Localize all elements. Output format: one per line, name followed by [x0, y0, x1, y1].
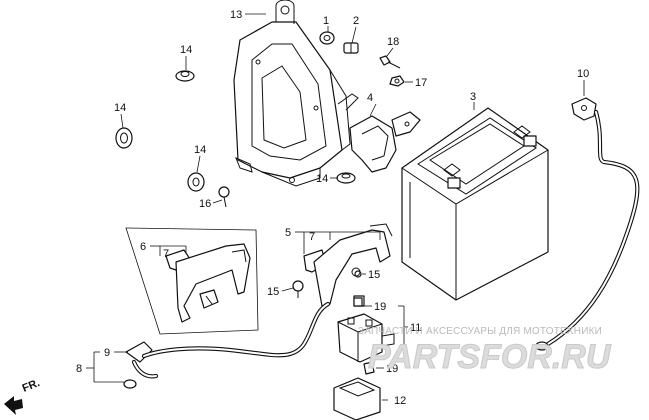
label-10: 10 — [577, 68, 589, 80]
label-17: 17 — [415, 77, 427, 89]
label-7-a: 7 — [163, 248, 169, 260]
label-14-a: 14 — [180, 44, 192, 56]
label-19-b: 19 — [386, 363, 398, 375]
label-15-a: 15 — [267, 286, 279, 298]
bolt-15-right — [351, 267, 361, 277]
label-14-d: 14 — [316, 173, 328, 185]
bolt-18 — [379, 55, 401, 69]
front-direction-label: FR. — [21, 377, 42, 395]
bolt-15-left — [292, 280, 304, 298]
label-11: 11 — [410, 322, 421, 334]
fuse-19-bottom — [363, 361, 375, 375]
label-14-c: 14 — [194, 144, 206, 156]
positive-cable-10 — [535, 97, 640, 351]
rubber-mount-14b — [115, 127, 133, 149]
watermark: ЗАПЧАСТИ И АКСЕССУАРЫ ДЛЯ МОТОТЕХНИКИ PA… — [358, 326, 612, 377]
part-labels: 13 1 2 18 17 4 3 10 14 14 14 14 16 6 7 5… — [76, 9, 589, 407]
cable-assembly-5 — [303, 223, 393, 307]
label-1: 1 — [323, 15, 329, 27]
battery-3 — [401, 107, 549, 301]
starter-relay-11 — [337, 313, 395, 363]
label-12: 12 — [394, 395, 406, 407]
label-7-b: 7 — [309, 231, 315, 243]
front-direction-marker: FR. — [4, 377, 42, 415]
label-6: 6 — [140, 241, 146, 253]
front-arrow-icon — [4, 396, 23, 415]
label-14-b: 14 — [114, 102, 126, 114]
leader-lines — [86, 13, 585, 401]
label-2: 2 — [353, 15, 359, 27]
negative-cable-9 — [123, 301, 331, 389]
bolt-16 — [218, 186, 230, 208]
label-13: 13 — [230, 9, 242, 21]
relay-cover-12 — [333, 377, 381, 420]
label-8: 8 — [76, 363, 82, 375]
watermark-logo: PARTSFOR.RU — [368, 338, 612, 376]
cable-assembly-6-box — [125, 227, 259, 335]
clip-2 — [343, 42, 359, 54]
rubber-mount-14a — [175, 70, 195, 82]
label-3: 3 — [470, 91, 476, 103]
battery-box-bracket — [233, 0, 359, 187]
label-4: 4 — [367, 92, 373, 104]
battery-holder-4 — [349, 111, 421, 173]
collar-1 — [319, 31, 335, 45]
label-5: 5 — [285, 227, 291, 239]
label-18: 18 — [387, 36, 399, 48]
label-19-a: 19 — [374, 301, 386, 313]
label-16: 16 — [199, 198, 211, 210]
label-9: 9 — [104, 347, 110, 359]
rubber-mount-14c — [187, 172, 205, 192]
fuse-19-top — [353, 297, 363, 307]
rubber-mount-14d — [336, 172, 356, 184]
watermark-caption: ЗАПЧАСТИ И АКСЕССУАРЫ ДЛЯ МОТОТЕХНИКИ — [358, 326, 602, 337]
nut-17 — [389, 75, 405, 87]
label-15-b: 15 — [368, 269, 380, 281]
